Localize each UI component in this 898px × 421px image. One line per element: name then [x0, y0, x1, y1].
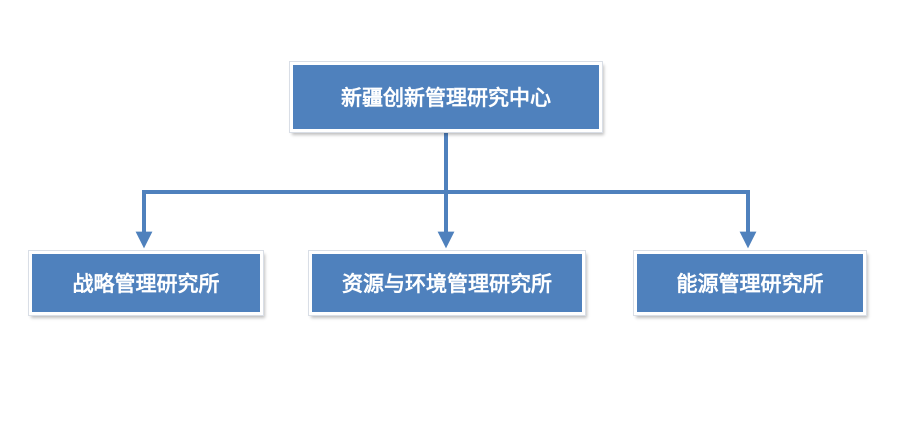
child-node-resources-environment: 资源与环境管理研究所 [309, 251, 585, 315]
root-node: 新疆创新管理研究中心 [290, 62, 602, 132]
child-node-label: 能源管理研究所 [676, 272, 824, 296]
child-node-energy: 能源管理研究所 [634, 251, 866, 315]
child-node-label: 战略管理研究所 [72, 272, 220, 296]
child-node-strategy: 战略管理研究所 [29, 251, 263, 315]
child-node-label: 资源与环境管理研究所 [342, 272, 552, 296]
root-node-label: 新疆创新管理研究中心 [341, 86, 551, 110]
